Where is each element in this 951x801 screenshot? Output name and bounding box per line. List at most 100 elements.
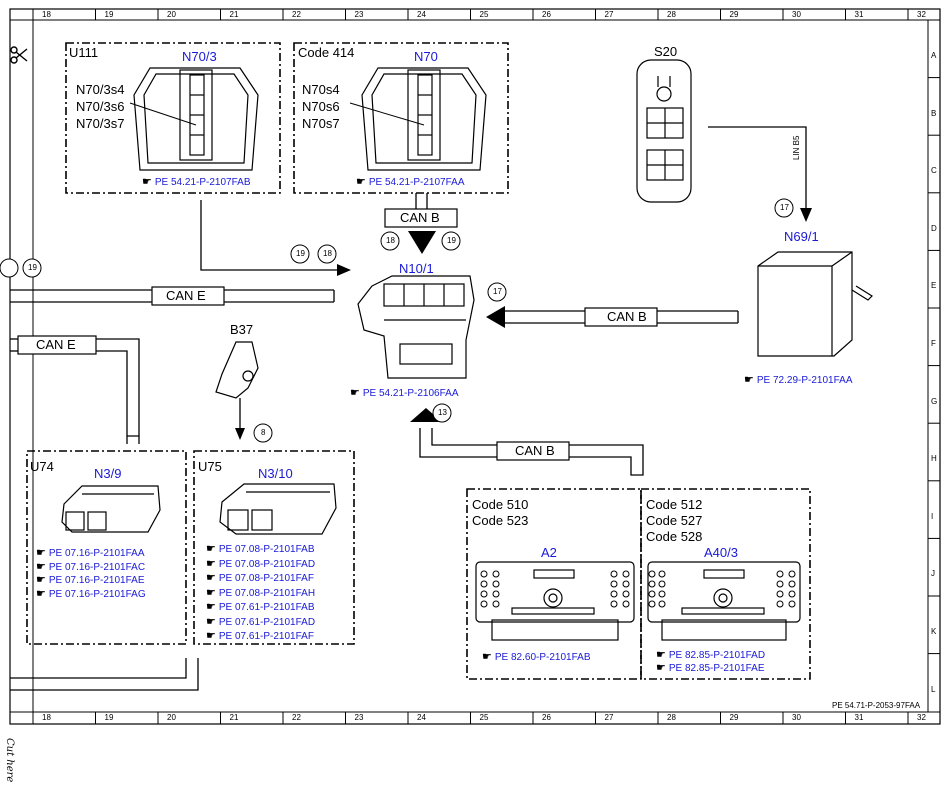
reference-link[interactable]: ☛PE 07.08-P-2101FAB	[206, 543, 315, 555]
radio-key	[788, 600, 796, 608]
component-name-b37: B37	[230, 322, 254, 337]
ruler-label: 29	[729, 713, 739, 722]
ruler-label: G	[931, 396, 938, 406]
ruler-label: H	[931, 454, 937, 464]
marker-circles	[0, 198, 794, 443]
reference-link[interactable]: ☛PE 07.16-P-2101FAE	[36, 574, 145, 586]
ruler-label: 19	[104, 10, 114, 19]
lin-bus-label: LIN B5	[792, 135, 801, 160]
radio-a40-3	[647, 561, 801, 641]
ruler-label: 27	[604, 713, 614, 722]
reference-link[interactable]: ☛PE 72.29-P-2101FAA	[744, 374, 853, 386]
ruler-label: J	[931, 569, 935, 579]
frame	[9, 8, 941, 725]
pointing-hand-icon: ☛	[656, 662, 666, 674]
ruler-label: 24	[417, 713, 426, 722]
pointing-hand-icon: ☛	[350, 387, 360, 399]
radio-key	[610, 580, 618, 588]
reference-link[interactable]: ☛PE 07.08-P-2101FAD	[206, 557, 316, 570]
component-name-a2: A2	[541, 545, 557, 560]
reference-link[interactable]: ☛PE 54.21-P-2107FAB	[142, 176, 251, 188]
box-code-u74: U74	[30, 459, 54, 474]
ecu-n3-10	[219, 483, 337, 535]
marker-17: 17	[780, 203, 789, 212]
module-n69-1	[757, 251, 873, 357]
ruler-label: 18	[42, 713, 51, 722]
pointing-hand-icon: ☛	[36, 547, 46, 559]
part-label: N70/3s6	[76, 99, 125, 114]
part-label: N70/3s4	[76, 82, 125, 97]
ruler-label: C	[931, 166, 937, 176]
cut-here-label: Cut here	[4, 738, 15, 783]
switch-panel-n70-3	[133, 67, 259, 171]
component-name-n70-3: N70/3	[182, 49, 217, 64]
radio-key	[480, 590, 488, 598]
pointing-hand-icon: ☛	[206, 543, 216, 555]
radio-key	[610, 590, 618, 598]
ruler-label: 26	[542, 713, 551, 722]
ruler-label: 21	[229, 10, 239, 19]
ruler-label: B	[931, 108, 937, 118]
sensor-b37	[215, 341, 259, 399]
reference-link[interactable]: ☛PE 07.16-P-2101FAC	[36, 560, 146, 573]
part-label: N70s7	[302, 116, 340, 131]
ruler-label: 18	[42, 10, 51, 19]
pointing-hand-icon: ☛	[206, 572, 216, 584]
ruler-label: K	[931, 627, 937, 636]
marker-17: 17	[493, 287, 502, 296]
pointing-hand-icon: ☛	[482, 651, 492, 663]
bus-label-can-e: CAN E	[36, 337, 76, 352]
radio-key	[648, 590, 656, 598]
pointing-hand-icon: ☛	[206, 615, 216, 628]
reference-link[interactable]: ☛PE 07.61-P-2101FAB	[206, 601, 315, 613]
module-n10-1	[357, 275, 475, 379]
bus-label-can-b: CAN B	[607, 309, 647, 324]
radio-key	[658, 570, 666, 578]
ruler-label: 22	[292, 713, 301, 722]
reference-link[interactable]: ☛PE 54.21-P-2107FAA	[356, 176, 465, 188]
reference-link[interactable]: ☛PE 82.85-P-2101FAE	[656, 662, 765, 674]
radio-key	[492, 570, 500, 578]
radio-key	[788, 580, 796, 588]
radio-key	[648, 570, 656, 578]
radio-key	[648, 580, 656, 588]
box-code: Code 512	[646, 497, 703, 512]
pointing-hand-icon: ☛	[206, 586, 216, 599]
ecu-n3-9	[61, 485, 161, 533]
radio-key	[776, 600, 784, 608]
marker-19: 19	[28, 263, 37, 272]
reference-link[interactable]: ☛PE 82.60-P-2101FAB	[482, 651, 591, 663]
ruler-label: 28	[667, 713, 676, 722]
component-name-s20: S20	[654, 44, 678, 59]
box-code-u111: U111	[69, 45, 99, 60]
box-code: Code 528	[646, 529, 703, 544]
reference-link[interactable]: ☛PE 07.16-P-2101FAG	[36, 587, 146, 600]
reference-link[interactable]: ☛PE 07.61-P-2101FAF	[206, 630, 314, 642]
ruler-label: 27	[604, 10, 614, 19]
ruler-label: E	[931, 281, 937, 291]
radio-key	[658, 590, 666, 598]
pointing-hand-icon: ☛	[142, 176, 152, 188]
document-id: PE 54.71-P-2053-97FAA	[832, 701, 921, 710]
reference-link[interactable]: ☛PE 07.16-P-2101FAA	[36, 547, 145, 559]
component-name-n3-10: N3/10	[258, 466, 293, 481]
marker-8: 8	[261, 428, 266, 437]
radio-key	[788, 570, 796, 578]
box-code414	[293, 42, 509, 194]
reference-link[interactable]: ☛PE 07.61-P-2101FAD	[206, 615, 316, 628]
marker-19: 19	[447, 236, 456, 245]
reference-link[interactable]: ☛PE 07.08-P-2101FAF	[206, 572, 314, 584]
switch-panel-n70	[361, 67, 487, 171]
ruler-label: 28	[667, 10, 676, 19]
radio-key	[776, 580, 784, 588]
box-code: Code 510	[472, 497, 529, 512]
radio-key	[480, 600, 488, 608]
ruler-label: L	[931, 684, 936, 694]
ruler-label: 20	[167, 713, 176, 722]
reference-link[interactable]: ☛PE 82.85-P-2101FAD	[656, 649, 766, 661]
marker-19: 19	[296, 249, 305, 258]
bus-label-boxes	[17, 208, 658, 461]
reference-link[interactable]: ☛PE 07.08-P-2101FAH	[206, 586, 316, 599]
radio-key	[492, 590, 500, 598]
reference-link[interactable]: ☛PE 54.21-P-2106FAA	[350, 387, 459, 399]
